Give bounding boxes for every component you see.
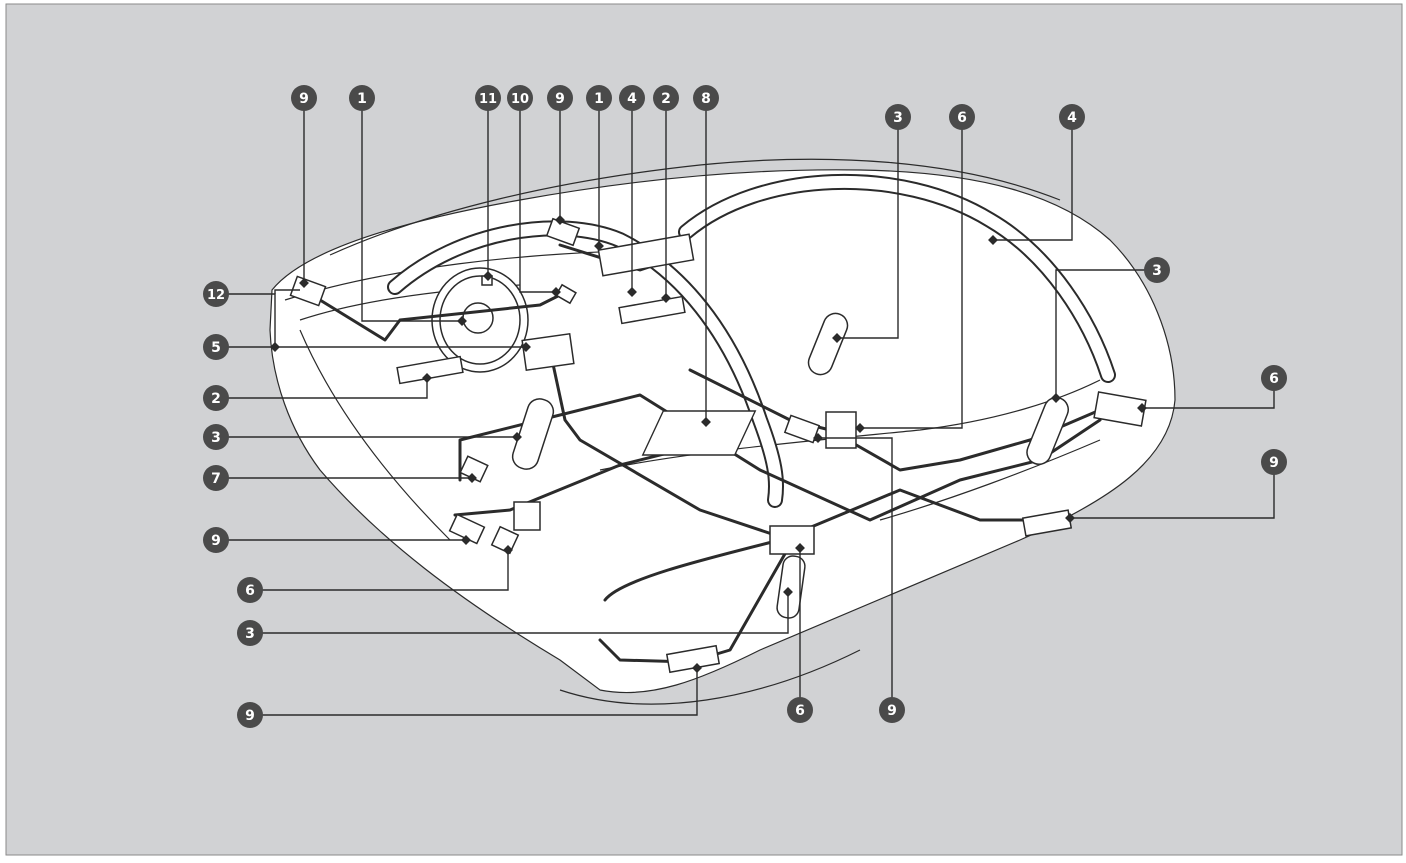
occupant-weight-sensor	[643, 411, 756, 455]
callout-badge: 3	[885, 104, 911, 130]
callout-number: 6	[1269, 371, 1279, 387]
callout-badge: 9	[291, 85, 317, 111]
callout-badge: 6	[949, 104, 975, 130]
callout-number: 5	[211, 340, 221, 356]
callout-badge: 4	[1059, 104, 1085, 130]
callout-badge: 1	[586, 85, 612, 111]
left-belt-retractor	[514, 502, 540, 530]
callout-number: 3	[245, 626, 255, 642]
callout-number: 3	[893, 110, 903, 126]
callout-number: 7	[211, 471, 221, 487]
callout-number: 2	[211, 391, 221, 407]
callout-number: 2	[661, 91, 671, 107]
callout-number: 4	[1067, 110, 1077, 126]
callout-badge: 9	[547, 85, 573, 111]
callout-badge: 9	[1261, 449, 1287, 475]
callout-number: 9	[299, 91, 309, 107]
callout-number: 12	[207, 288, 225, 303]
callout-number: 6	[245, 583, 255, 599]
callout-number: 9	[1269, 455, 1279, 471]
callout-badge: 7	[203, 465, 229, 491]
callout-number: 6	[957, 110, 967, 126]
callout-badge: 8	[693, 85, 719, 111]
callout-badge: 12	[203, 281, 229, 307]
callout-number: 8	[701, 91, 711, 107]
callout-badge: 3	[203, 424, 229, 450]
callout-number: 3	[211, 430, 221, 446]
callout-badge: 2	[653, 85, 679, 111]
callout-badge: 10	[507, 85, 533, 111]
callout-number: 11	[479, 92, 497, 107]
callout-number: 1	[594, 91, 604, 107]
callout-badge: 3	[1144, 257, 1170, 283]
callout-badge: 9	[237, 702, 263, 728]
callout-number: 9	[211, 533, 221, 549]
callout-badge: 6	[1261, 365, 1287, 391]
callout-badge: 1	[349, 85, 375, 111]
callout-number: 3	[1152, 263, 1162, 279]
steering-wheel	[432, 268, 528, 372]
callout-badge: 9	[879, 697, 905, 723]
rear-left-belt-retractor	[770, 526, 814, 554]
callout-badge: 11	[475, 85, 501, 111]
callout-badge: 2	[203, 385, 229, 411]
callout-number: 10	[511, 92, 529, 107]
callout-badge: 9	[203, 527, 229, 553]
callout-number: 9	[245, 708, 255, 724]
callout-badge: 4	[619, 85, 645, 111]
callout-number: 9	[887, 703, 897, 719]
front-right-belt-retractor	[826, 412, 856, 448]
callout-badge: 6	[237, 577, 263, 603]
callout-number: 6	[795, 703, 805, 719]
srs-control-unit	[522, 334, 574, 370]
callout-badge: 5	[203, 334, 229, 360]
callout-badge: 3	[237, 620, 263, 646]
callout-badge: 6	[787, 697, 813, 723]
driver-front-airbag-hub	[463, 303, 493, 333]
callout-number: 1	[357, 91, 367, 107]
callout-number: 4	[627, 91, 637, 107]
callout-number: 9	[555, 91, 565, 107]
